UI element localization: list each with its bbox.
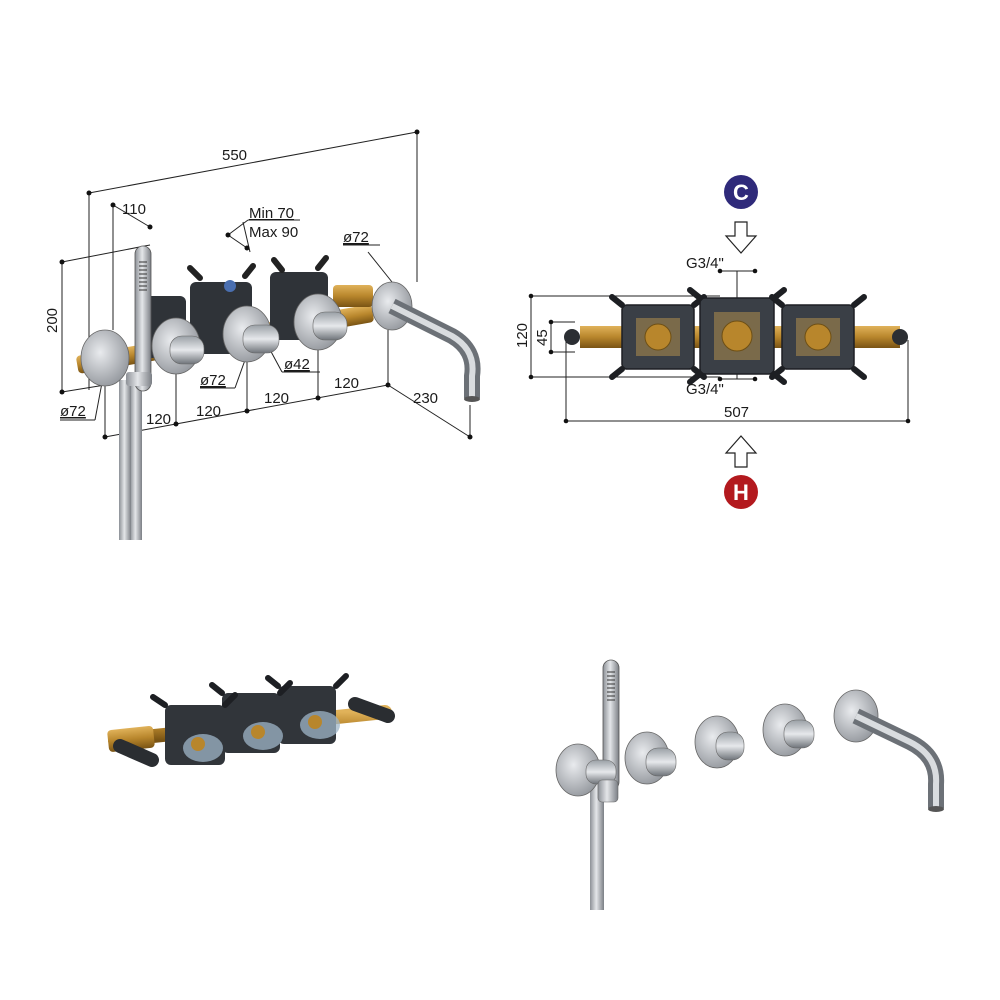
hot-arrow-icon <box>724 435 758 468</box>
thread-top-label: G3/4" <box>686 255 724 272</box>
thread-bottom-label: G3/4" <box>686 381 724 398</box>
iso-view: 550 110 Min 70 Max 90 ø72 200 ø72 ø72 ø4… <box>44 129 481 540</box>
dim-depth-max: Max 90 <box>249 224 298 241</box>
top-dimension-labels: G3/4" G3/4" 120 45 507 <box>514 255 749 421</box>
dim-rosette-left: ø72 <box>60 403 86 420</box>
iso-dimension-labels: 550 110 Min 70 Max 90 ø72 200 ø72 ø72 ø4… <box>44 147 438 428</box>
dim-handshower-offset: 110 <box>122 201 146 218</box>
top-rough-in-body <box>564 287 908 385</box>
hot-label: H <box>733 480 749 505</box>
dim-knob: ø42 <box>284 356 310 373</box>
dim-rosette-mid: ø72 <box>200 372 226 389</box>
top-view: C H <box>514 175 911 509</box>
dim-spout-length: 230 <box>413 390 438 407</box>
rough-in-perspective <box>107 673 395 767</box>
dim-depth-min: Min 70 <box>249 205 294 222</box>
hot-inlet: H <box>724 435 758 509</box>
cold-badge <box>724 175 758 209</box>
iso-handshower <box>119 245 152 540</box>
dim-overall-width: 550 <box>222 147 247 164</box>
dim-spacing-2: 120 <box>196 403 221 420</box>
dim-spacing-1: 120 <box>146 411 171 428</box>
hot-badge <box>724 475 758 509</box>
cold-label: C <box>733 180 749 205</box>
cold-arrow-icon <box>724 221 758 254</box>
cold-inlet: C <box>724 175 758 254</box>
dim-top-height-inner: 45 <box>534 329 551 346</box>
iso-dimension-lines <box>59 129 473 440</box>
dim-top-height-outer: 120 <box>514 323 531 348</box>
dim-spacing-3: 120 <box>264 390 289 407</box>
finished-set <box>555 659 945 910</box>
dim-total-width: 507 <box>724 404 749 421</box>
iso-spout <box>388 298 481 402</box>
iso-fittings <box>80 281 413 387</box>
dim-spacing-4: 120 <box>334 375 359 392</box>
dim-rosette-spout: ø72 <box>343 229 369 246</box>
dim-height: 200 <box>44 308 61 333</box>
